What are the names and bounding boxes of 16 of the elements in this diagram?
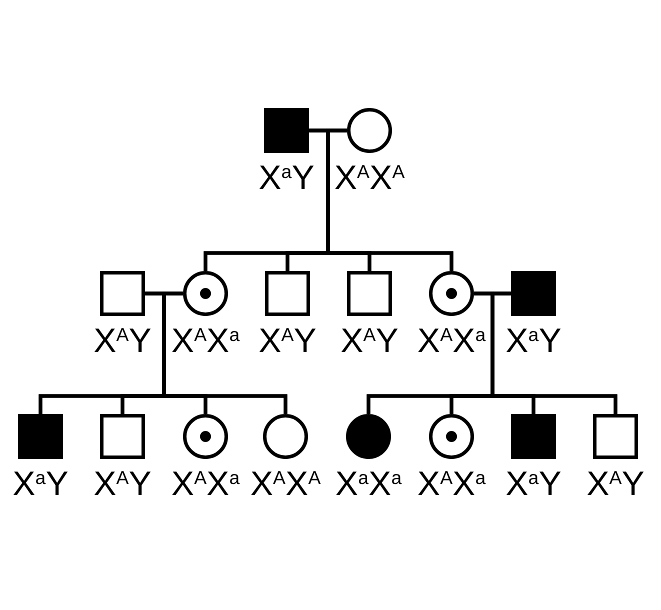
genotype-label: X$^{A}$X$^{a}$ <box>171 469 240 499</box>
genotype-label: X$^{A}$Y <box>340 326 398 356</box>
genotype-label: X$^{a}$Y <box>258 163 314 193</box>
genotype-label: X$^{a}$Y <box>506 326 562 356</box>
genotype-label: X$^{A}$X$^{A}$ <box>334 163 405 193</box>
genotype-label: X$^{a}$Y <box>506 469 562 499</box>
genotype-label: X$^{a}$X$^{a}$ <box>335 469 402 499</box>
genotype-label: X$^{A}$Y <box>258 326 316 356</box>
genotype-label: X$^{A}$X$^{a}$ <box>417 469 486 499</box>
genotype-label: X$^{A}$X$^{A}$ <box>250 469 321 499</box>
genotype-label: X$^{A}$X$^{a}$ <box>417 326 486 356</box>
genotype-label: X$^{A}$X$^{a}$ <box>171 326 240 356</box>
genotype-label: X$^{a}$Y <box>12 469 68 499</box>
genotype-label: X$^{A}$Y <box>586 469 644 499</box>
genotype-label: X$^{A}$Y <box>94 469 152 499</box>
genotype-label: X$^{A}$Y <box>94 326 152 356</box>
